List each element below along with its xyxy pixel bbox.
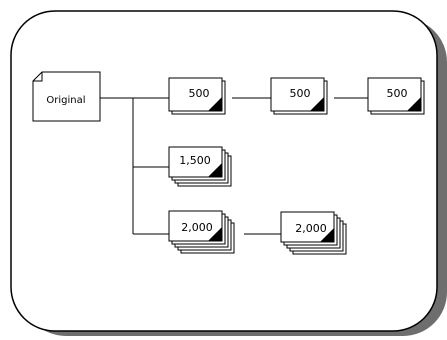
- page-fold-corner: [407, 97, 421, 111]
- node-label-original: Original: [46, 95, 85, 106]
- node-label-1500: 1,500: [179, 154, 211, 167]
- node-original: Original: [32, 71, 101, 122]
- node-2000-second: 2,000: [280, 211, 347, 255]
- stack-page: [168, 77, 223, 112]
- original-document-icon: [32, 71, 101, 122]
- node-1500: 1,500: [168, 146, 232, 187]
- node-label-500-first: 500: [189, 87, 210, 100]
- node-label-2000-second: 2,000: [295, 222, 327, 235]
- page-fold-corner: [208, 97, 222, 111]
- stack-page: [168, 146, 223, 178]
- node-500-second: 500: [270, 77, 328, 115]
- page-fold-corner: [208, 227, 222, 241]
- page-fold-corner: [208, 163, 222, 177]
- page-fold-corner: [310, 97, 324, 111]
- diagram-nodes: Original 500 500 500 1,500 2,000 2,000: [32, 71, 425, 255]
- stack-page: [270, 77, 325, 112]
- connector-lines: [100, 97, 368, 235]
- node-500-first: 500: [168, 77, 226, 115]
- node-label-2000-first: 2,000: [181, 221, 213, 234]
- node-500-third: 500: [367, 77, 425, 115]
- node-label-500-second: 500: [290, 87, 311, 100]
- original-document-corner: [33, 72, 43, 82]
- page-fold-corner: [320, 228, 334, 242]
- node-label-500-third: 500: [387, 87, 408, 100]
- stack-page: [367, 77, 422, 112]
- node-2000-first: 2,000: [168, 210, 235, 254]
